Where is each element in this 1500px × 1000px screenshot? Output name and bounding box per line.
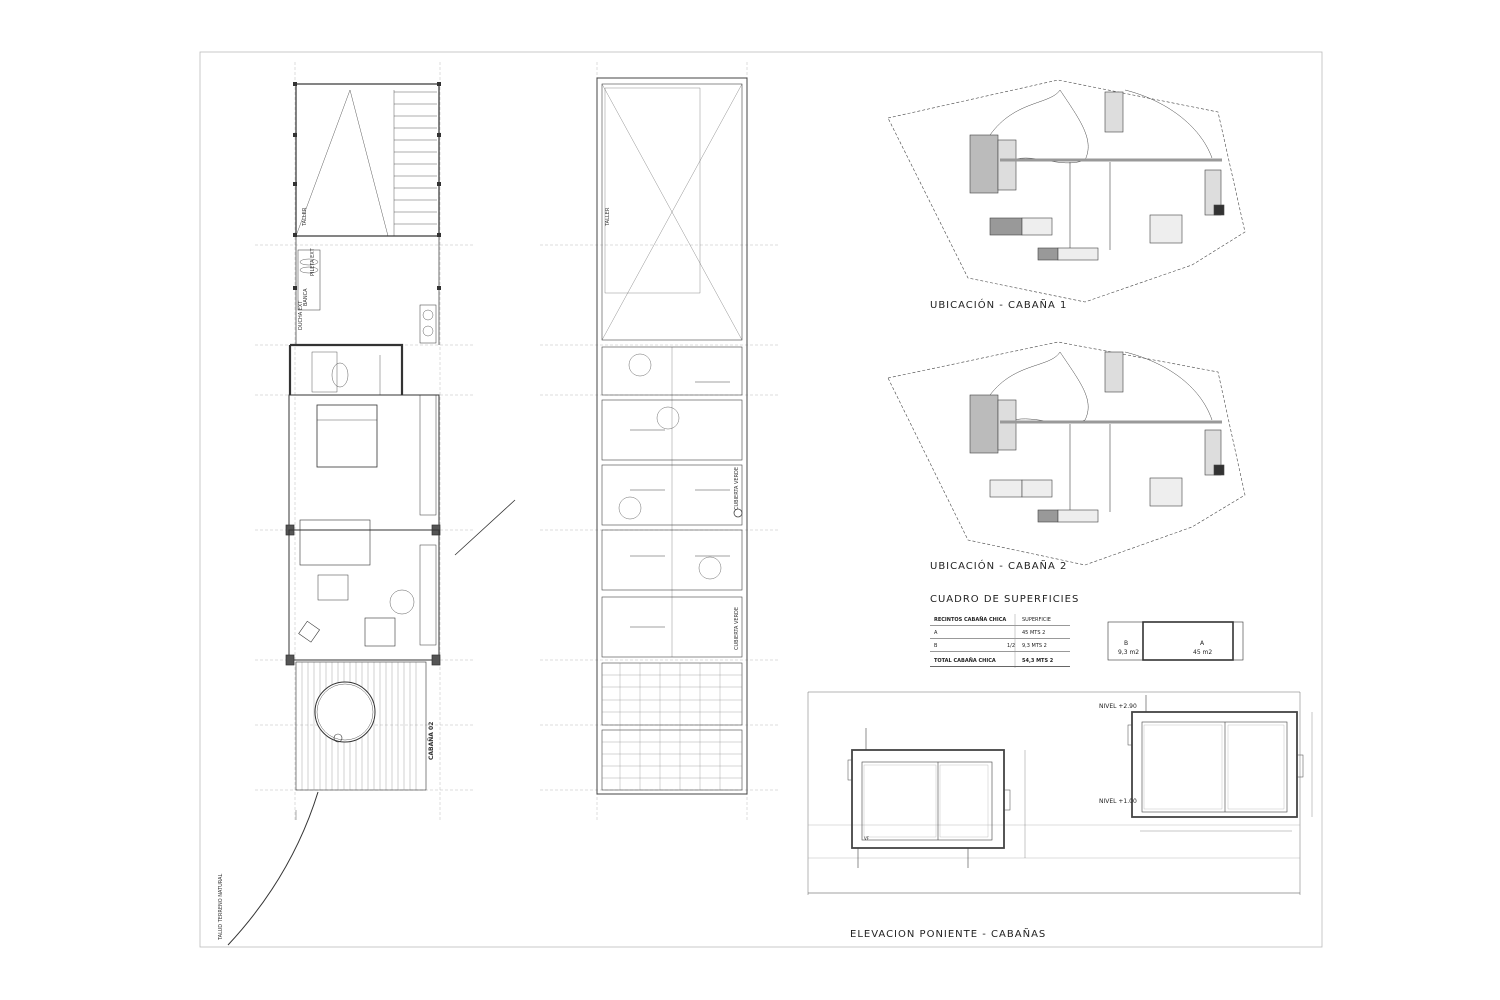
talud-label: TALUD TERRENO NATURAL — [218, 873, 224, 940]
site-plan-2 — [887, 341, 1246, 566]
roof-plan — [540, 62, 780, 820]
cubierta-verde-label-2: CUBIERTA VERDE — [734, 606, 740, 650]
taller-label-2: TALLER — [605, 207, 611, 226]
row-recinto: B — [934, 643, 938, 649]
ubicacion-cabana-1-title: UBICACIÓN - CABAÑA 1 — [930, 300, 1068, 311]
header-superficie: SUPERFICIE — [1022, 617, 1051, 623]
box-b-area: 9,3 m2 — [1118, 649, 1140, 656]
area-diagram — [1107, 621, 1244, 661]
total-value: 54,3 MTS 2 — [1022, 658, 1054, 664]
row-superficie: 45 MTS 2 — [1022, 630, 1046, 636]
nivel-bottom-label: NIVEL +1.00 — [1099, 798, 1137, 805]
cuadro-superficies-title: CUADRO DE SUPERFICIES — [930, 594, 1080, 605]
header-recintos: RECINTOS CABAÑA CHICA — [934, 617, 1007, 623]
row-superficie: 9,3 MTS 2 — [1022, 643, 1047, 649]
pileta-label: PILETA EXT — [310, 248, 316, 276]
nivel-top-label: NIVEL +2.90 — [1099, 703, 1137, 710]
elevations — [807, 691, 1313, 895]
box-a-letter: A — [1200, 640, 1205, 647]
elevacion-title: ELEVACION PONIENTE - CABAÑAS — [850, 929, 1047, 940]
table-row: A 45 MTS 2 — [930, 627, 1070, 639]
table-row: B 1/2 9,3 MTS 2 — [930, 640, 1070, 652]
taller-label-1: TALLER — [302, 207, 308, 226]
ubicacion-cabana-2-title: UBICACIÓN - CABAÑA 2 — [930, 561, 1068, 572]
site-plan-1 — [887, 79, 1246, 303]
cubierta-verde-label-1: CUBIERTA VERDE — [734, 466, 740, 510]
floor-plan — [227, 62, 516, 946]
box-a-area: 45 m2 — [1193, 649, 1213, 656]
table-header: RECINTOS CABAÑA CHICA SUPERFICIE — [930, 614, 1070, 626]
table-total-row: TOTAL CABAÑA CHICA 54,3 MTS 2 — [930, 655, 1070, 667]
cabana-02-label: CABAÑA 02 — [428, 721, 435, 760]
sheet-border — [199, 51, 1323, 948]
vf-label: VF — [864, 836, 870, 841]
ducha-label: DUCHA EXT — [298, 300, 304, 330]
row-factor: 1/2 — [1007, 643, 1016, 649]
row-recinto: A — [934, 630, 938, 636]
total-label: TOTAL CABAÑA CHICA — [934, 658, 996, 664]
box-b-letter: B — [1124, 640, 1129, 647]
